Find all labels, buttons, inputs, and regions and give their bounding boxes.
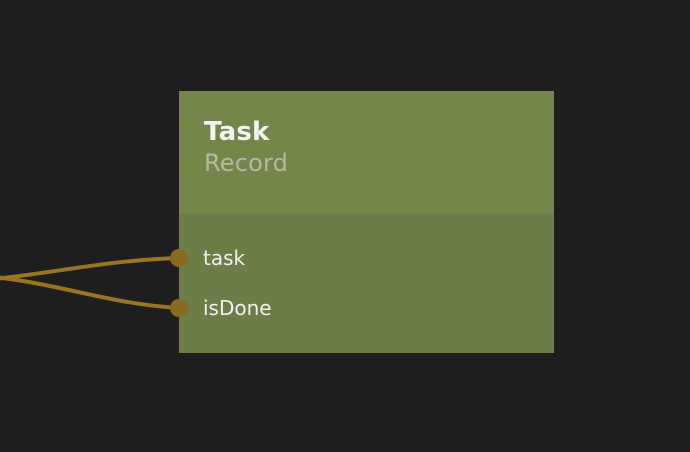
port-connector-icon[interactable]: [170, 299, 188, 317]
port-connector-icon[interactable]: [170, 249, 188, 267]
node-field-row[interactable]: task: [170, 246, 554, 270]
node-card-task[interactable]: Task Record task isDone: [170, 91, 554, 353]
node-body: task isDone: [170, 214, 554, 353]
node-field-row[interactable]: isDone: [170, 296, 554, 320]
node-subtitle: Record: [204, 149, 289, 177]
edge-to-task: [0, 256, 181, 281]
node-field-label: task: [203, 246, 246, 270]
node-field-label: isDone: [203, 296, 272, 320]
node-title: Task: [204, 117, 270, 147]
edge-to-isdone: [0, 275, 181, 310]
node-header[interactable]: Task Record: [179, 91, 554, 214]
